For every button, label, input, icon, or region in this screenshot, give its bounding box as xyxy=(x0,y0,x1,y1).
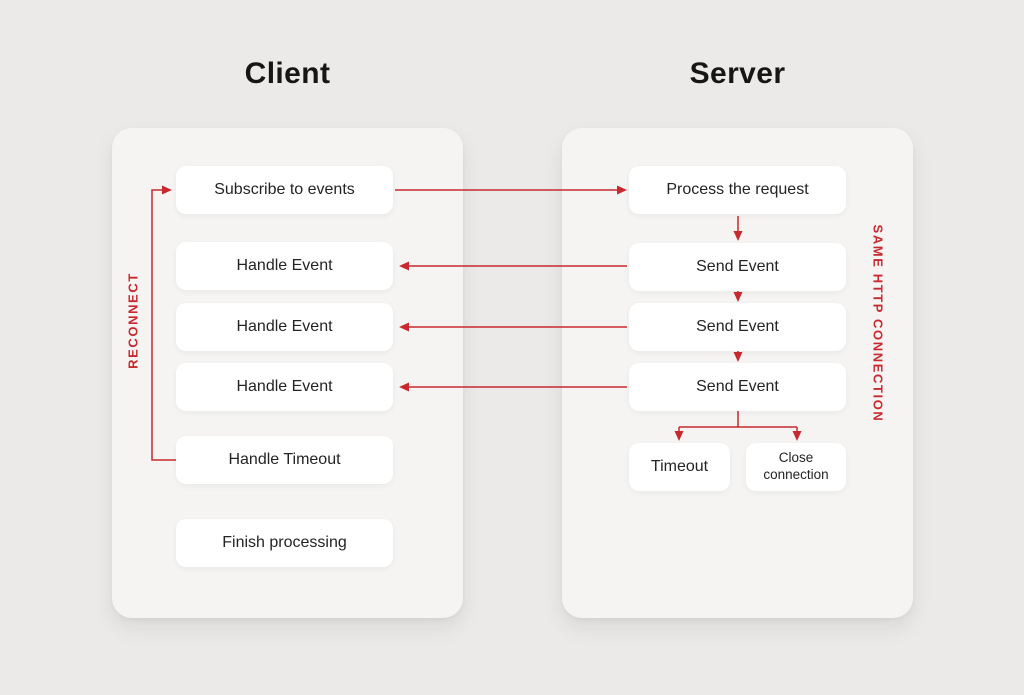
node-timeout: Timeout xyxy=(629,443,730,491)
node-handle-event-1: Handle Event xyxy=(176,242,393,290)
client-column-title: Client xyxy=(244,57,331,90)
same-http-connection-label: SAME HTTP CONNECTION xyxy=(870,224,886,423)
node-handle-event-2: Handle Event xyxy=(176,303,393,351)
node-handle-event-3: Handle Event xyxy=(176,363,393,411)
reconnect-label: RECONNECT xyxy=(125,272,141,369)
node-subscribe-to-events: Subscribe to events xyxy=(176,166,393,214)
node-handle-timeout: Handle Timeout xyxy=(176,436,393,484)
node-send-event-2: Send Event xyxy=(629,303,846,351)
server-column-title: Server xyxy=(689,57,786,90)
node-send-event-3: Send Event xyxy=(629,363,846,411)
node-finish-processing: Finish processing xyxy=(176,519,393,567)
node-send-event-1: Send Event xyxy=(629,243,846,291)
node-close-connection: Close connection xyxy=(746,443,846,491)
node-process-the-request: Process the request xyxy=(629,166,846,214)
